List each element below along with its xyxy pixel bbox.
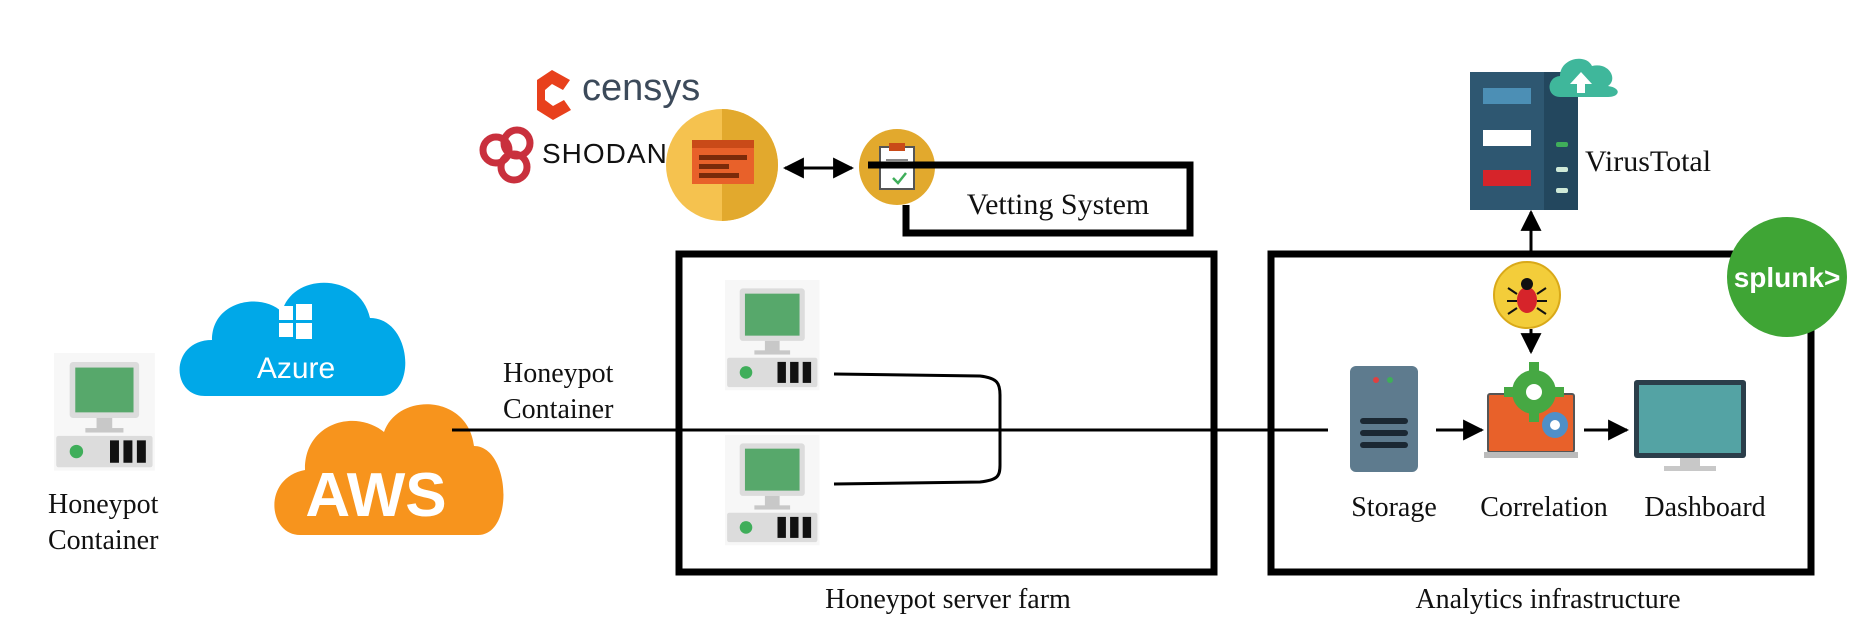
azure-cloud-icon: Azure	[179, 282, 406, 396]
correlation-gears-icon	[1484, 362, 1578, 458]
aws-logo-text: AWS	[305, 461, 446, 530]
storage-server-icon	[1350, 366, 1418, 472]
splunk-logo-text: splunk>	[1734, 262, 1841, 293]
mid-container-label: Honeypot Container	[503, 358, 620, 425]
analytics-label: Analytics infrastructure	[1415, 584, 1680, 615]
correlation-label: Correlation	[1480, 492, 1608, 523]
analytics-box	[1267, 250, 1815, 576]
dashboard-label: Dashboard	[1644, 492, 1765, 523]
aws-cloud-icon: AWS	[274, 404, 504, 535]
virustotal-server-icon	[1470, 58, 1618, 210]
shodan-logo: SHODAN	[479, 126, 668, 184]
virustotal-label: VirusTotal	[1585, 145, 1711, 178]
azure-logo-text: Azure	[257, 352, 335, 385]
vetting-system-box	[868, 161, 1194, 237]
farm-bracket-connector	[833, 372, 1002, 486]
censys-logo: censys	[537, 67, 700, 120]
dashboard-monitor-icon	[1634, 380, 1746, 471]
server-farm-box	[675, 250, 1218, 576]
server-farm-computer-icon	[725, 280, 820, 391]
shodan-logo-text: SHODAN	[542, 138, 668, 169]
server-farm-computer-icon	[725, 435, 820, 546]
vetting-system-label: Vetting System	[967, 188, 1150, 221]
left-container-label: Honeypot Container	[48, 489, 165, 556]
bug-malware-icon	[1493, 261, 1561, 329]
scanner-browser-icon	[666, 109, 778, 221]
storage-label: Storage	[1351, 492, 1437, 523]
server-farm-label: Honeypot server farm	[825, 584, 1071, 615]
left-container-computer-icon	[54, 353, 155, 471]
splunk-logo: splunk>	[1727, 217, 1847, 337]
censys-logo-text: censys	[582, 67, 700, 109]
